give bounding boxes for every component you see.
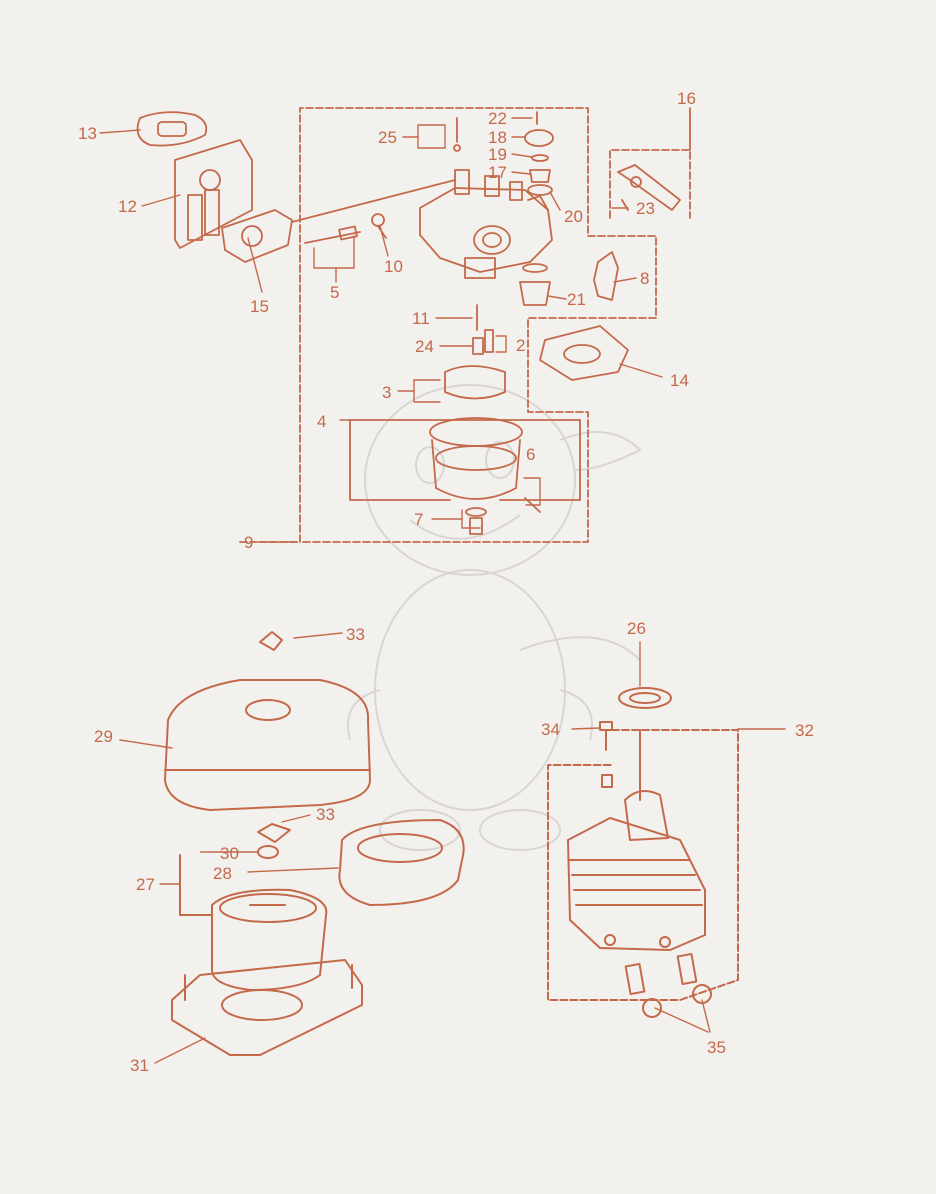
float-icon: [444, 365, 506, 400]
spring-icon: [472, 337, 484, 355]
callout-number: 12: [118, 197, 137, 216]
cap-icon: [524, 129, 554, 147]
callout-number: 18: [488, 128, 507, 147]
callout-number: 31: [130, 1056, 149, 1075]
callout-number: 34: [541, 720, 560, 739]
throttle-rod: [291, 179, 456, 223]
wing-nut-icon: [259, 631, 283, 651]
callout-number: 32: [795, 721, 814, 740]
callout-number: 13: [78, 124, 97, 143]
callout-number: 7: [414, 510, 423, 529]
callout-number: 25: [378, 128, 397, 147]
leader-lines: [99, 117, 786, 1064]
insulator-plate-icon: [174, 139, 253, 249]
callout-number: 23: [636, 199, 655, 218]
stud-icon: [676, 952, 698, 986]
wing-nut-icon: [257, 823, 291, 843]
nut-icon: [642, 998, 662, 1018]
gasket-icon: [618, 687, 672, 709]
bolt-icon: [599, 721, 613, 751]
bracket-27: [179, 854, 213, 916]
callout-number: 26: [627, 619, 646, 638]
stud-icon: [624, 962, 646, 996]
callout-number: 21: [567, 290, 586, 309]
callout-number: 9: [244, 533, 253, 552]
oil-bath-icon: [567, 729, 706, 951]
carburetor-icon: [419, 169, 553, 279]
callout-number: 30: [220, 844, 239, 863]
callout-number: 35: [707, 1038, 726, 1057]
callout-number: 8: [640, 269, 649, 288]
o-ring-icon: [531, 154, 549, 162]
callout-number: 11: [412, 309, 430, 328]
gasket-icon: [136, 111, 208, 147]
callout-number: 27: [136, 875, 155, 894]
jet-icon: [484, 329, 494, 353]
gasket-icon: [221, 209, 293, 263]
watermark-dragon-icon: [347, 384, 642, 851]
callout-number: 5: [330, 283, 339, 302]
callout-number: 16: [677, 89, 696, 108]
callout-number: 29: [94, 727, 113, 746]
gasket-icon: [539, 325, 629, 381]
spring-icon: [527, 184, 553, 196]
callout-number: 15: [250, 297, 269, 316]
group-bracket-9: [239, 107, 657, 543]
callout-number: 33: [346, 625, 365, 644]
valve-icon: [529, 169, 551, 183]
bracket-16: [609, 149, 691, 219]
foam-element-icon: [338, 819, 465, 906]
pin-icon: [453, 117, 461, 152]
callout-number: 14: [670, 371, 689, 390]
float-bowl-icon: [429, 417, 523, 500]
callout-number: 2: [516, 336, 525, 355]
bowl-bolt-icon: [465, 507, 487, 535]
air-cleaner-group: [164, 631, 465, 1056]
bracket-4: [349, 419, 451, 501]
callout-number: 19: [488, 145, 507, 164]
bracket-4: [349, 419, 581, 501]
nut-icon: [257, 845, 279, 859]
air-cleaner-base-icon: [171, 959, 363, 1056]
callout-number: 33: [316, 805, 335, 824]
bushing-icon: [601, 774, 613, 788]
nut-icon: [692, 984, 712, 1004]
callout-number: 3: [382, 383, 391, 402]
callout-number: 24: [415, 337, 434, 356]
bracket-32: [547, 729, 739, 1001]
carburetor-group: [136, 107, 691, 543]
callout-number: 17: [488, 163, 507, 182]
jet-icon: [519, 263, 551, 306]
callout-number: 22: [488, 109, 507, 128]
oil-bath-group: [547, 687, 739, 1018]
callout-number: 4: [317, 412, 326, 431]
callout-number: 10: [384, 257, 403, 276]
bracket-icon: [593, 251, 619, 301]
callout-number: 28: [213, 864, 232, 883]
screw-icon: [371, 213, 387, 239]
paper-element-icon: [211, 888, 328, 991]
callout-number: 20: [564, 207, 583, 226]
callout-number: 6: [526, 445, 535, 464]
air-filter-cover-icon: [164, 679, 371, 811]
bolt-icon: [304, 225, 361, 244]
